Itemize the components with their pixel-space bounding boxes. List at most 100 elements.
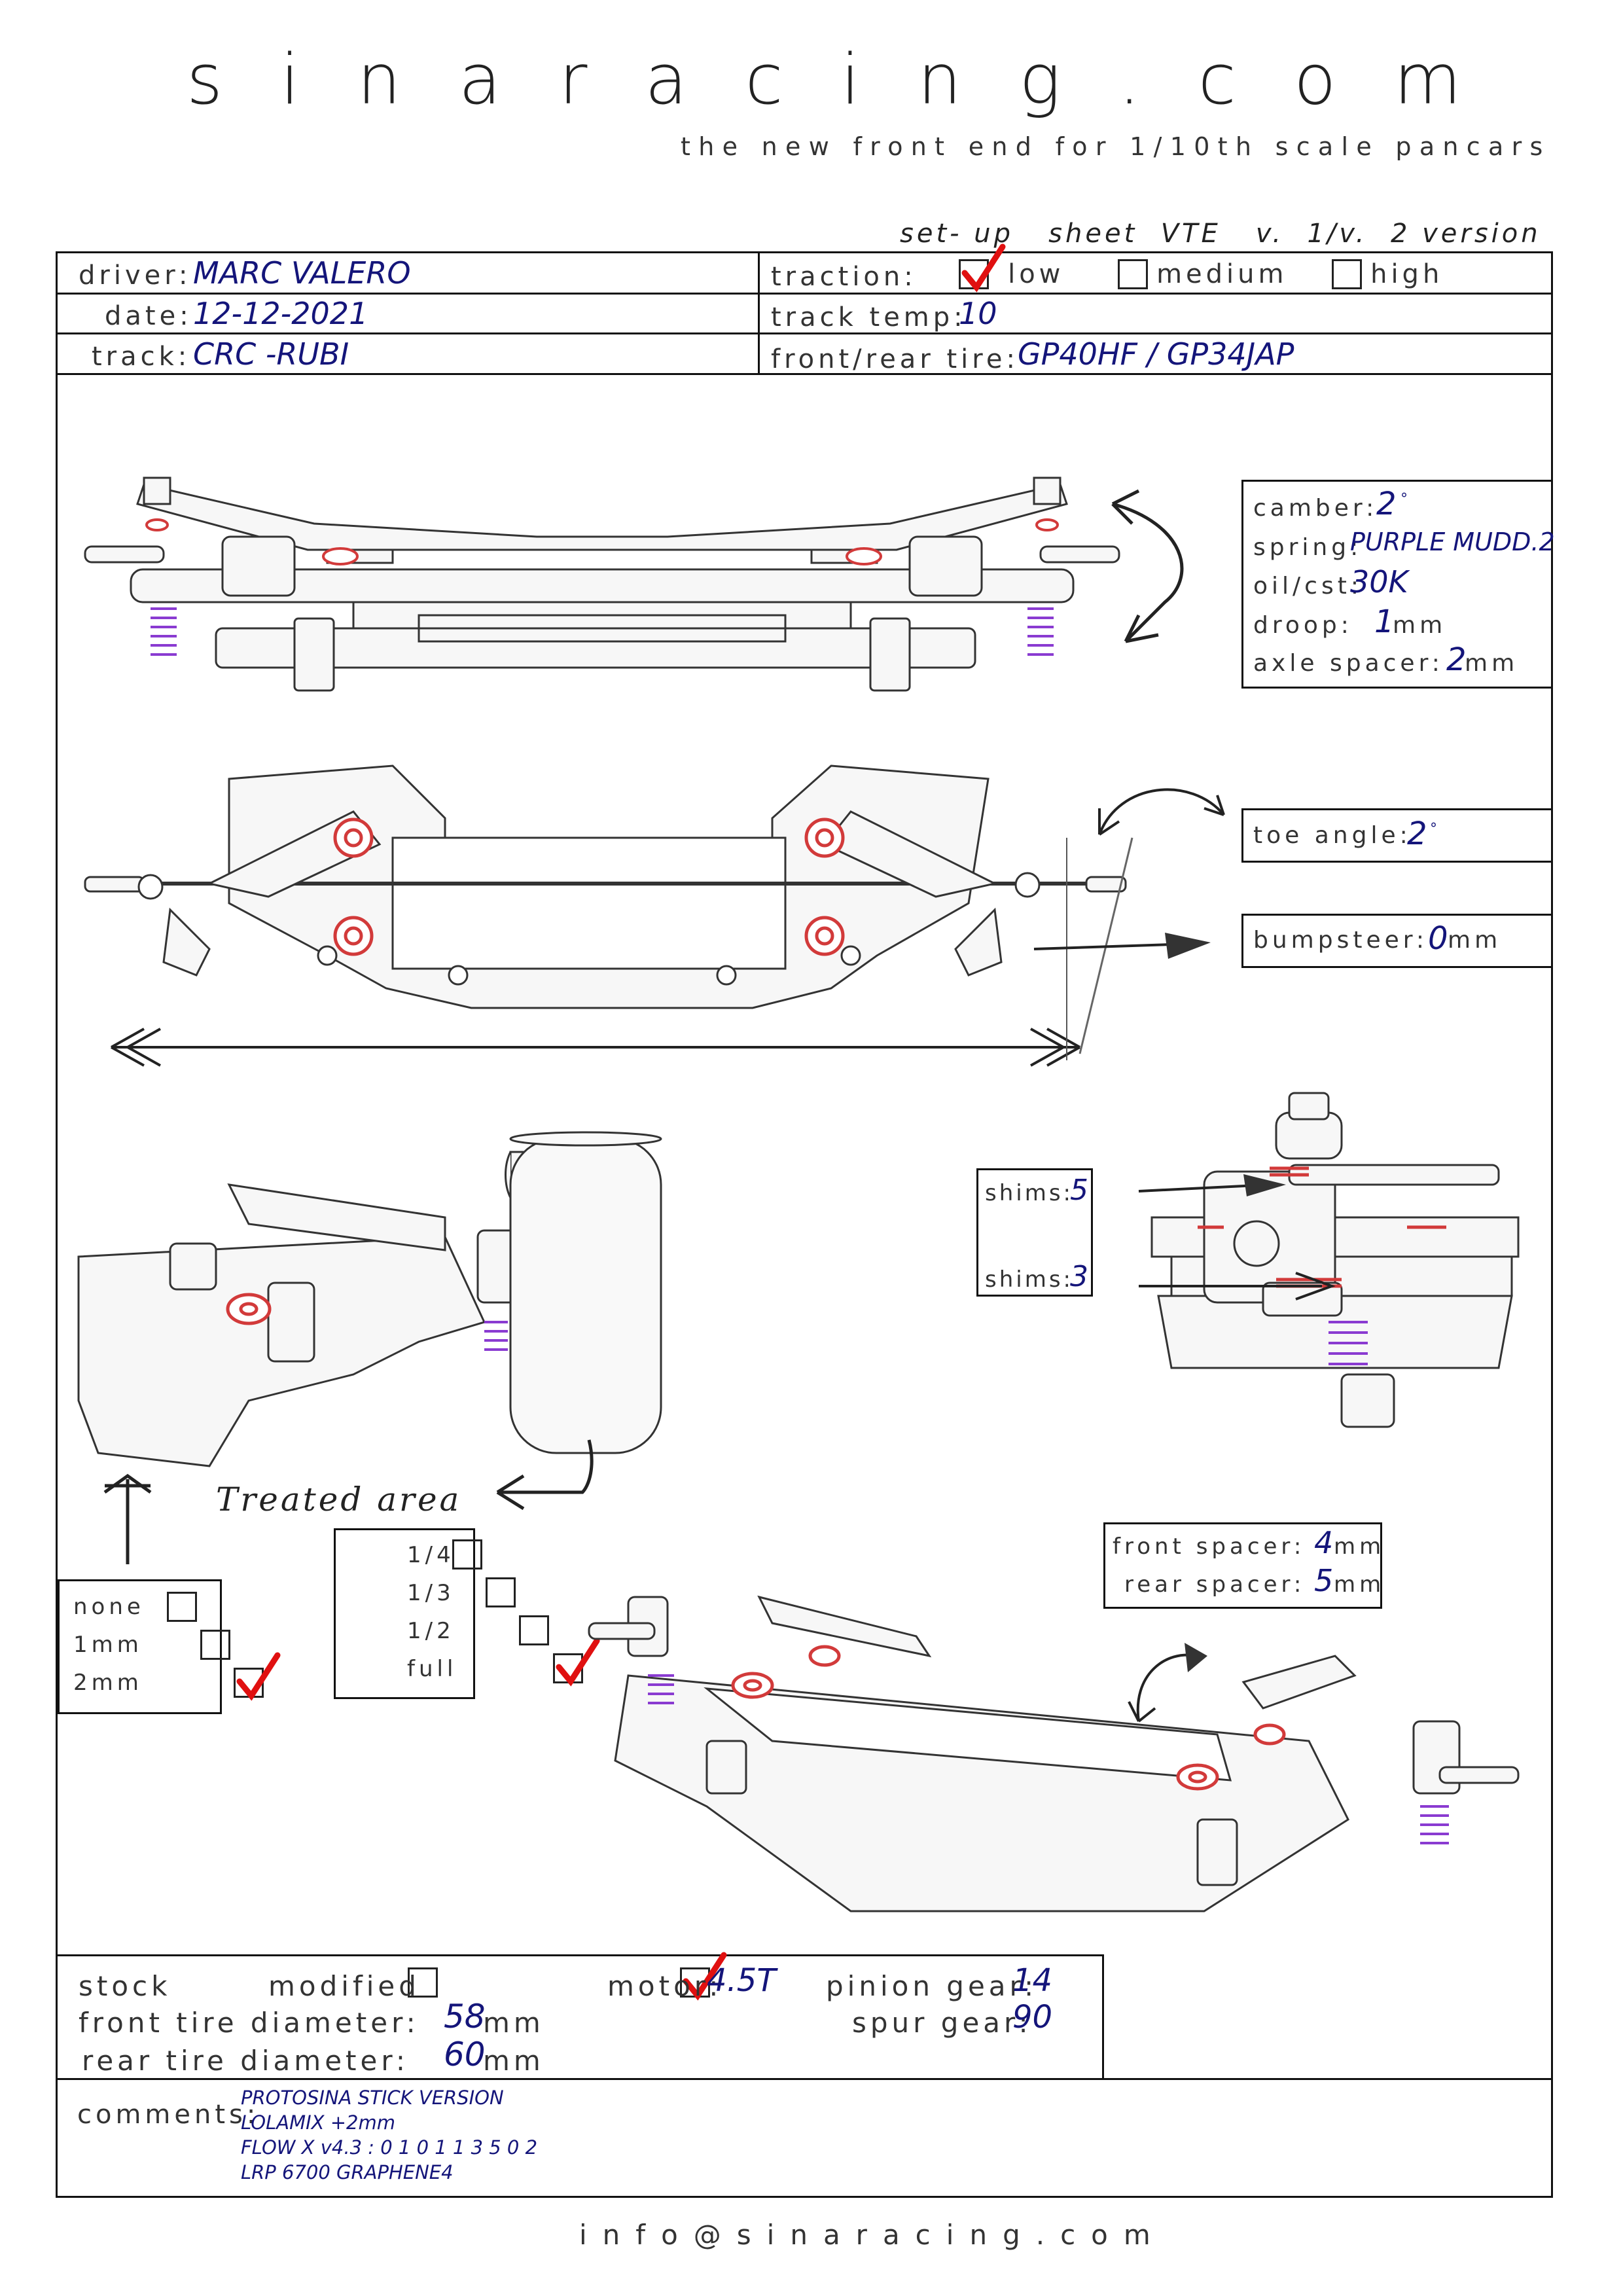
date-value: 12-12-2021 bbox=[193, 296, 368, 331]
bumpsteer-value: 0 bbox=[1428, 920, 1448, 957]
checkmark-icon bbox=[683, 1952, 727, 2001]
logo: sinaracing.com bbox=[187, 39, 1519, 120]
motor-value: 4.5T bbox=[707, 1962, 776, 1999]
traction-medium-checkbox[interactable] bbox=[1118, 259, 1148, 289]
ride-option-2mm-label: 2mm bbox=[73, 1670, 143, 1696]
axle-spacer-label: axle spacer: bbox=[1253, 650, 1444, 677]
ride-option-none-checkbox[interactable] bbox=[167, 1592, 197, 1622]
treated-area-title: Treated area bbox=[216, 1480, 462, 1518]
oil-label: oil/cst: bbox=[1253, 573, 1363, 600]
front-tire-diameter-value: 58 bbox=[444, 1998, 486, 2036]
treated-option-half-label: 1/2 bbox=[407, 1618, 455, 1644]
toe-angle-value: 2 bbox=[1407, 816, 1427, 852]
shims-upper-value: 5 bbox=[1070, 1174, 1088, 1207]
treated-option-quarter-checkbox[interactable] bbox=[452, 1539, 483, 1570]
spacers-box bbox=[1103, 1522, 1382, 1609]
comment-line-2: LOLAMIX +2mm bbox=[241, 2111, 395, 2134]
traction-low-label: low bbox=[1008, 259, 1065, 289]
motor-section-top-line bbox=[56, 1954, 1104, 1956]
axle-spacer-unit: mm bbox=[1465, 650, 1519, 677]
stock-checkbox[interactable] bbox=[407, 1967, 438, 1998]
suspension-box bbox=[1241, 480, 1553, 689]
bumpsteer-arrow-icon bbox=[1033, 933, 1211, 959]
bumpsteer-label: bumpsteer: bbox=[1253, 927, 1429, 954]
traction-high-label: high bbox=[1370, 259, 1444, 289]
treated-option-quarter-label: 1/4 bbox=[407, 1542, 455, 1568]
checkmark-icon bbox=[961, 243, 1006, 293]
rear-tire-diameter-value: 60 bbox=[444, 2036, 486, 2073]
track-label: track: bbox=[92, 342, 191, 372]
spacer-curve-arrow-icon bbox=[1128, 1643, 1207, 1723]
ride-option-1mm-checkbox[interactable] bbox=[200, 1630, 231, 1660]
front-tire-diameter-label: front tire diameter: bbox=[79, 2007, 419, 2039]
shims-lower-value: 3 bbox=[1070, 1260, 1088, 1293]
front-tire-diameter-unit: mm bbox=[483, 2007, 544, 2039]
spring-value: PURPLE MUDD.2 bbox=[1350, 528, 1555, 556]
track-value: CRC -RUBI bbox=[193, 336, 349, 372]
traction-low-checkbox[interactable] bbox=[959, 243, 1006, 293]
tagline: the new front end for 1/10th scale panca… bbox=[681, 132, 1551, 161]
track-width-arrow-icon bbox=[111, 1028, 1080, 1067]
footer-email[interactable]: info@sinaracing.com bbox=[579, 2219, 1166, 2251]
header-row-line-2 bbox=[56, 332, 1553, 334]
toe-angle-label: toe angle: bbox=[1253, 822, 1412, 849]
driver-value: MARC VALERO bbox=[193, 255, 411, 291]
traction-option-low[interactable]: low bbox=[959, 243, 1065, 293]
droop-unit: mm bbox=[1393, 612, 1447, 639]
rear-spacer-unit: mm bbox=[1334, 1571, 1385, 1598]
toe-angle-box bbox=[1241, 808, 1553, 863]
comment-line-3: FLOW X v4.3 : 0 1 0 1 1 3 5 0 2 bbox=[241, 2136, 538, 2159]
shims-box bbox=[976, 1168, 1093, 1297]
treated-option-full-checkbox[interactable] bbox=[552, 1638, 600, 1687]
rear-tire-diameter-unit: mm bbox=[483, 2045, 544, 2077]
track-temp-value: 10 bbox=[959, 296, 997, 331]
treated-option-third-checkbox[interactable] bbox=[486, 1577, 516, 1607]
camber-label: camber: bbox=[1253, 495, 1378, 522]
pinion-value: 14 bbox=[1012, 1962, 1053, 1999]
sheet-frame bbox=[56, 251, 1553, 2198]
checkmark-icon bbox=[556, 1638, 600, 1687]
sheet-title: set- up sheet VTE v. 1/v. 2 version bbox=[900, 219, 1541, 249]
camber-value: 2 bbox=[1376, 486, 1397, 522]
traction-option-high[interactable]: high bbox=[1332, 259, 1443, 289]
front-end-top-view bbox=[84, 764, 1127, 1009]
ride-height-up-arrow-icon bbox=[103, 1473, 152, 1564]
axle-spacer-value: 2 bbox=[1446, 641, 1467, 678]
spur-label: spur gear: bbox=[852, 2007, 1032, 2039]
header-divider-vertical bbox=[758, 251, 760, 374]
camber-unit: ° bbox=[1400, 491, 1408, 507]
front-spacer-value: 4 bbox=[1314, 1525, 1334, 1560]
ride-option-1mm-label: 1mm bbox=[73, 1632, 143, 1658]
modified-label: modified bbox=[268, 1970, 420, 2002]
ride-option-2mm-checkbox[interactable] bbox=[234, 1652, 281, 1701]
motor-label: motor: bbox=[607, 1970, 722, 2002]
droop-value: 1 bbox=[1374, 603, 1395, 640]
track-temp-label: track temp: bbox=[771, 302, 967, 332]
rear-tire-diameter-label: rear tire diameter: bbox=[82, 2045, 410, 2077]
motor-section-right-line bbox=[1102, 1954, 1104, 2080]
shims-lower-arrow-icon bbox=[1139, 1272, 1336, 1300]
ride-height-box bbox=[58, 1579, 222, 1714]
treated-option-full-label: full bbox=[407, 1656, 457, 1682]
treated-area-box bbox=[334, 1528, 475, 1699]
oil-value: 30K bbox=[1350, 564, 1408, 600]
traction-high-checkbox[interactable] bbox=[1332, 259, 1362, 289]
comment-line-1: PROTOSINA STICK VERSION bbox=[241, 2087, 504, 2109]
ride-option-none-label: none bbox=[73, 1594, 145, 1620]
shims-upper-label: shims: bbox=[985, 1180, 1073, 1206]
front-spacer-unit: mm bbox=[1334, 1534, 1385, 1560]
corner-with-wheel-view bbox=[77, 1131, 662, 1511]
toe-angle-unit: ° bbox=[1430, 821, 1437, 837]
header-row-line-1 bbox=[56, 293, 1553, 295]
traction-medium-label: medium bbox=[1156, 259, 1288, 289]
camber-rotation-arrow-icon bbox=[1111, 489, 1184, 643]
date-label: date: bbox=[105, 301, 192, 331]
comments-label: comments: bbox=[77, 2100, 260, 2130]
rear-spacer-value: 5 bbox=[1314, 1563, 1334, 1598]
stock-label: stock bbox=[79, 1970, 171, 2002]
front-end-isometric-view bbox=[588, 1595, 1520, 1912]
shims-upper-arrow-icon bbox=[1138, 1174, 1286, 1196]
traction-option-medium[interactable]: medium bbox=[1118, 259, 1288, 289]
modified-checkbox[interactable] bbox=[679, 1952, 727, 2001]
treated-option-half-checkbox[interactable] bbox=[519, 1615, 550, 1645]
